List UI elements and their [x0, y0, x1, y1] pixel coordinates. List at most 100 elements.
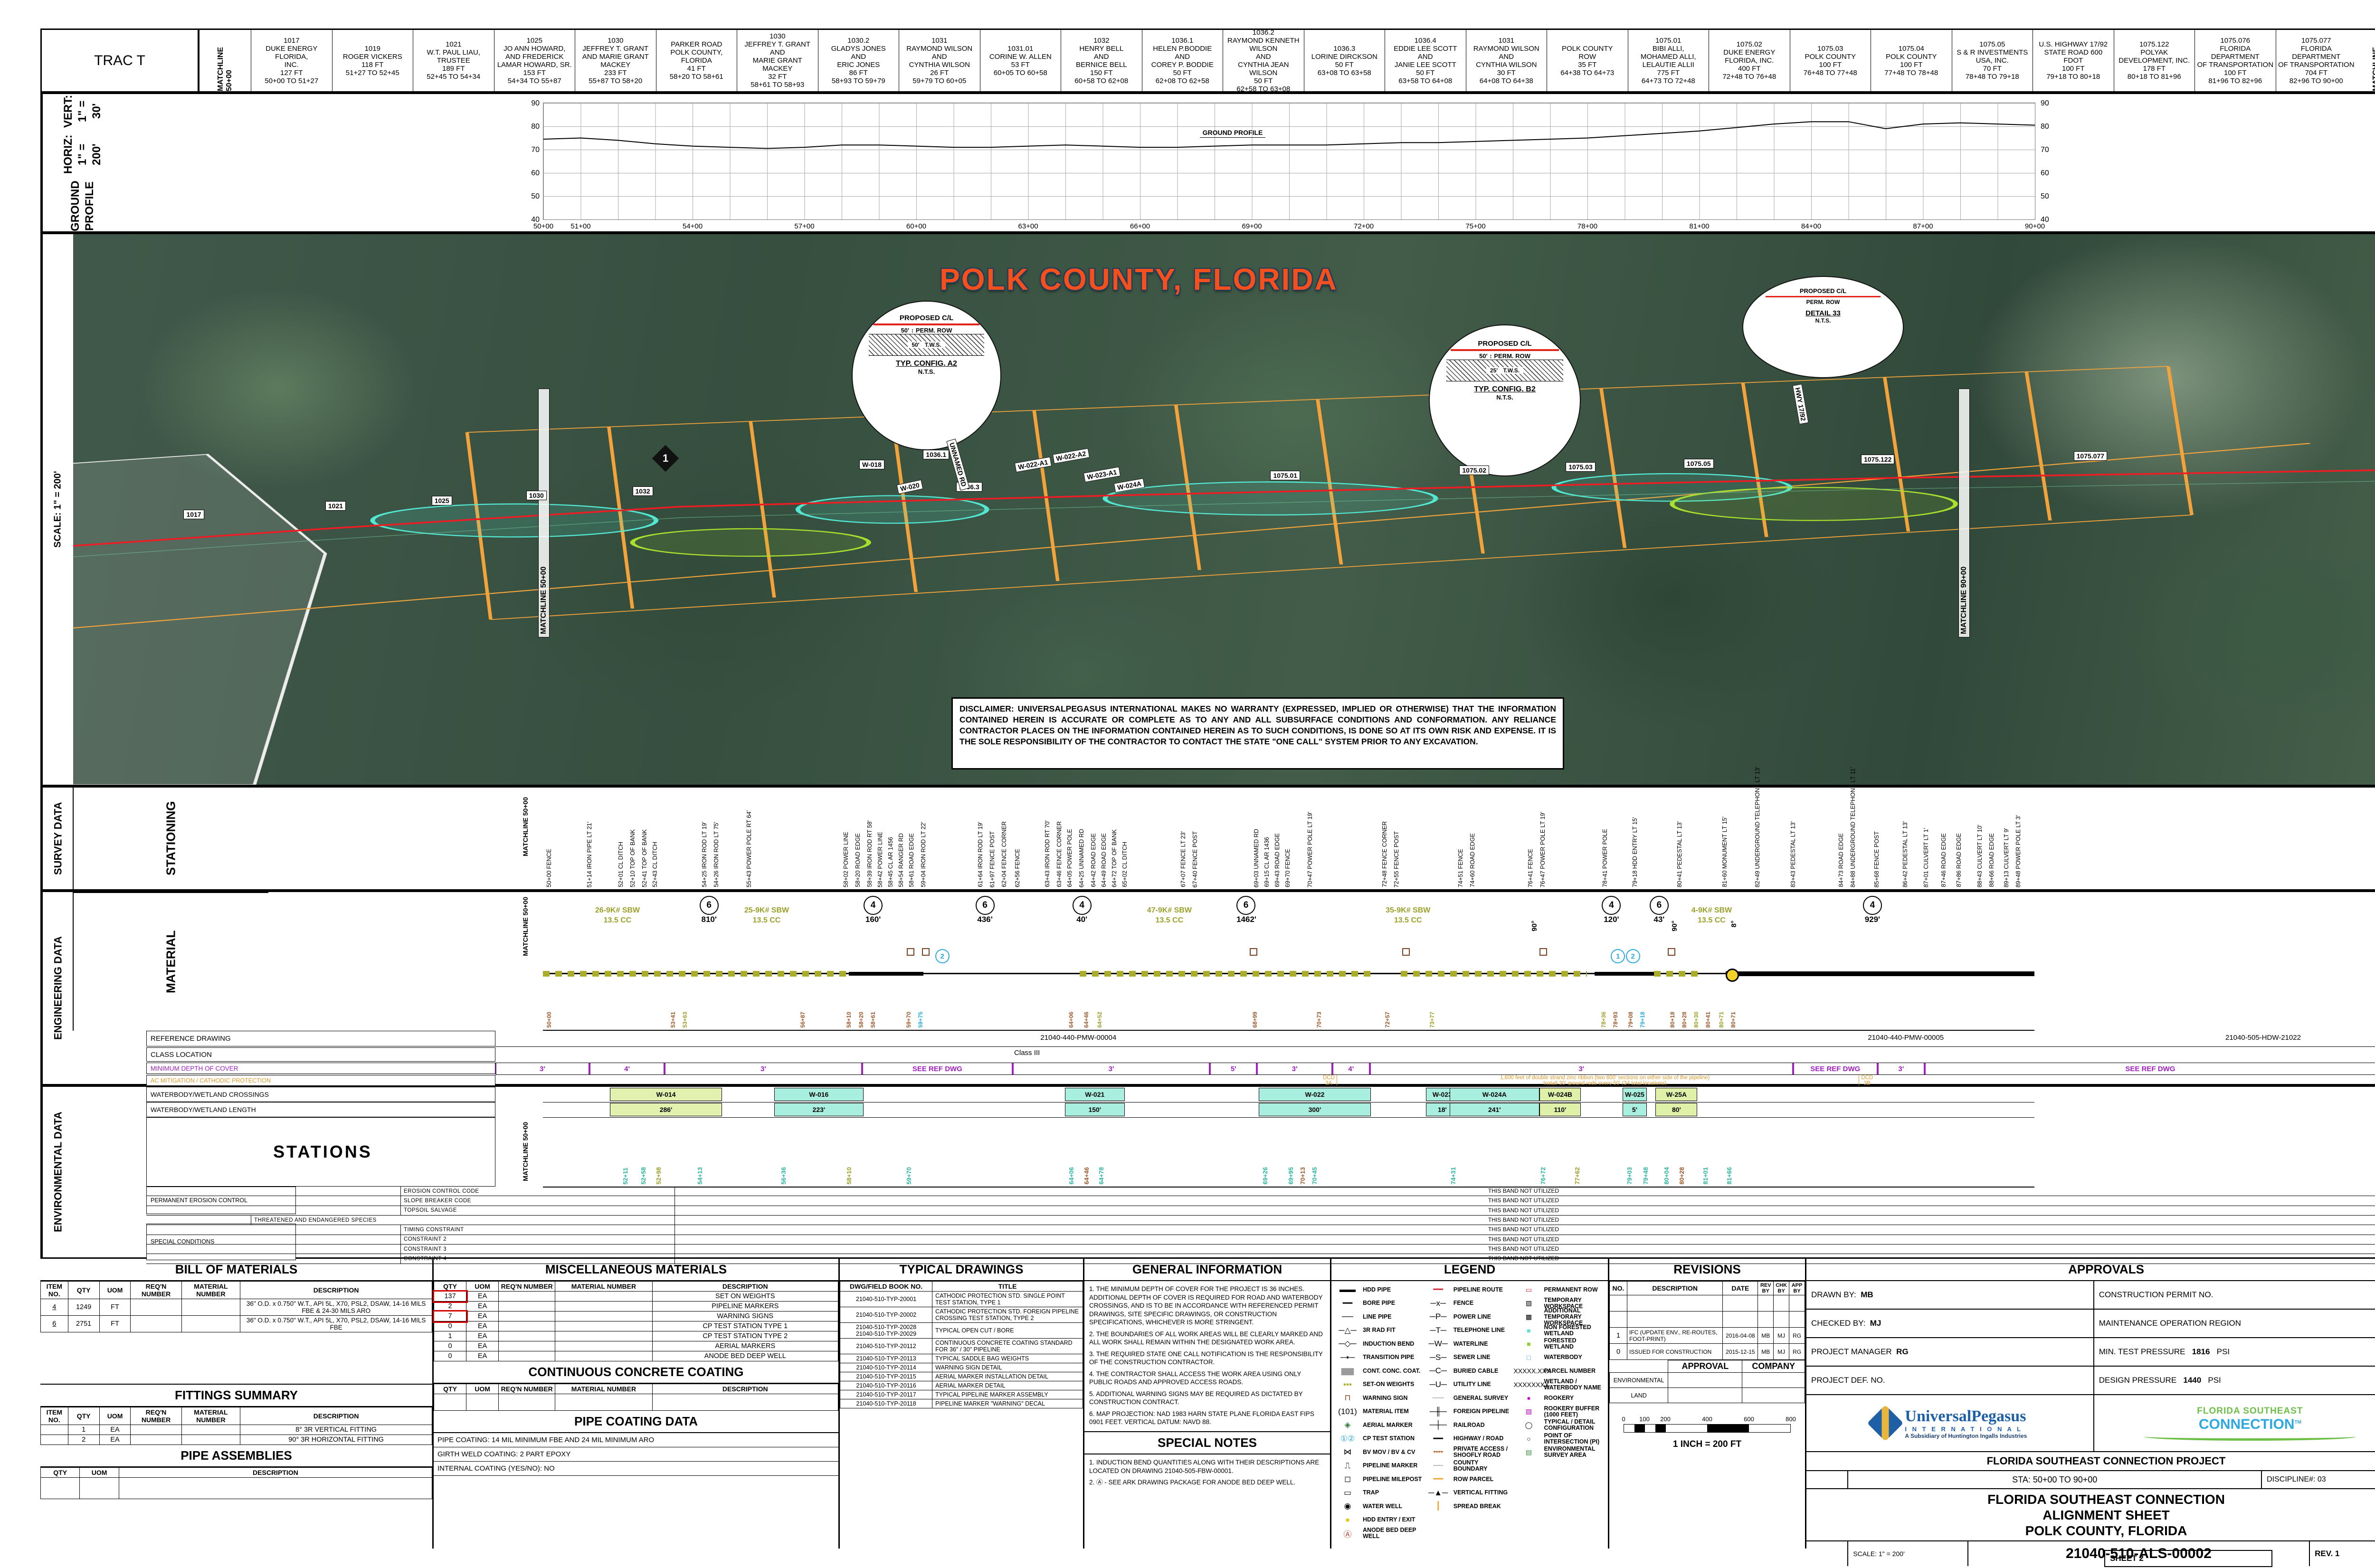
coating-row: GIRTH WELD COATING: 2 PART EPOXY [434, 1447, 838, 1462]
material-item-callout: 4 40' [1072, 896, 1092, 924]
survey-station-label: 59+04 IRON ROD LT 22' [920, 822, 927, 887]
environmental-bands: EROSION CONTROL CODE THIS BAND NOT UTILI… [146, 1187, 2375, 1264]
station-range: STA: 50+00 TO 90+00 [1848, 1471, 2262, 1488]
legend-item: ─P─ POWER LINE [1423, 1310, 1514, 1324]
typical-row: 21040-510-TYP-20002 CATHODIC PROTECTION … [839, 1307, 1083, 1323]
survey-station-label: 62+04 FENCE CORNER [1000, 821, 1007, 887]
waterbody-crossing-cell: W-014 [610, 1088, 722, 1101]
tws-hatch: 25' T.W.S. [1446, 360, 1564, 381]
hdd-pipe-segment [1726, 971, 2034, 976]
legend-item: XXXXX.XXX PARCEL NUMBER [1513, 1367, 1596, 1375]
y-tick: 40 [2041, 216, 2049, 224]
map-matchline-left: MATCHLINE 50+00 [538, 388, 550, 637]
depth-value: 5' [1210, 1063, 1257, 1074]
survey-station-label: 69+43 ROAD EDGE [1273, 833, 1281, 887]
environmental-station-label: 52+11 [622, 1168, 629, 1185]
scale-bar [1624, 1424, 1791, 1433]
y-tick: 70 [531, 146, 540, 154]
survey-station-label: 62+56 FENCE [1014, 849, 1021, 887]
waterbody-length-cell: 241' [1450, 1103, 1539, 1116]
parcel-label: 1075.03 [1566, 462, 1596, 472]
survey-station-label: 87+01 CULVERT LT 1' [1922, 827, 1929, 887]
engineering-station-label: 58+20 [857, 1012, 864, 1028]
crossings-row: W-014 W-016 W-021 W-022 W-023 W-024A W-0… [543, 1087, 2034, 1102]
depth-value: 3' [665, 1063, 862, 1074]
depth-value: 3' [1012, 1063, 1210, 1074]
legend-item: ▪▪▪ SET-ON WEIGHTS [1332, 1378, 1423, 1392]
coating-rows: PIPE COATING: 14 MIL MINIMUM FBE AND 24 … [434, 1433, 838, 1476]
legend-symbol-icon: ─▪─ [1340, 1352, 1355, 1362]
set-on-weights-segment [1400, 971, 1587, 977]
reference-drawing-row-label: REFERENCE DRAWING [146, 1031, 495, 1046]
engineering-station-label: 59+70 [905, 1012, 912, 1028]
revisions-title: REVISIONS [1609, 1259, 1805, 1281]
y-tick: 60 [2041, 169, 2049, 177]
min-test-pressure-label: MIN. TEST PRESSURE [2099, 1347, 2185, 1356]
engineering-station-label: 80+30 [1692, 1012, 1700, 1028]
survey-station-label: 84+88 UNDERGROUND TELEPHONE LT 11' [1849, 767, 1856, 887]
survey-station-label: 52+01 CL DITCH [618, 842, 624, 887]
special-note-item: 2. Ⓐ - SEE ARK DRAWING PACKAGE FOR ANODE… [1089, 1479, 1296, 1486]
reference-drawing-number: 21040-440-PMW-00005 [1868, 1034, 1944, 1042]
approval-row: LAND [1609, 1387, 1805, 1403]
class-location-row-label: CLASS LOCATION [146, 1047, 495, 1062]
typical-row: 21040-510-TYP-20001 CATHODIC PROTECTION … [839, 1291, 1083, 1307]
legend-item: Ⓐ ANODE BED DEEP WELL [1332, 1527, 1423, 1540]
legend-symbol-icon: ▬▬ [1340, 1285, 1356, 1294]
y-tick: 50 [531, 192, 540, 200]
tract-band-label: TRAC T [42, 30, 199, 91]
y-tick: 80 [531, 123, 540, 131]
parcel-label: 1032 [632, 486, 653, 496]
engineering-station-label: 50+00 [546, 1012, 553, 1028]
approval-row: ENVIRONMENTAL [1609, 1372, 1805, 1388]
pipe-line [543, 969, 2034, 982]
reference-drawing-number: 21040-505-HDW-21022 [2225, 1034, 2301, 1042]
engineering-station-label: 68+99 [1251, 1012, 1258, 1028]
legend-symbol-icon: ┃ [1435, 1501, 1441, 1511]
legend-symbol-icon: ▤ [1525, 1448, 1532, 1456]
legend-item: ━━ HIGHWAY / ROAD [1423, 1432, 1514, 1446]
legend-symbol-icon: ▩ [1525, 1312, 1532, 1321]
legend-item: ─W─ WATERLINE [1423, 1337, 1514, 1351]
coating-row: INTERNAL COATING (YES/NO): NO [434, 1462, 838, 1476]
band-row-label: CONSTRAINT 4 [400, 1254, 675, 1264]
material-item-callout: 4 929' [1862, 896, 1882, 924]
profile-plot [543, 103, 2035, 219]
survey-station-label: 69+03 UNNAMED RD [1253, 828, 1260, 887]
stationing-label: STATIONING [73, 788, 268, 889]
drawn-by-label: DRAWN BY: [1811, 1290, 1856, 1299]
engineering-station-label: 79+18 [1639, 1012, 1646, 1028]
x-tick: 78+00 [1577, 222, 1598, 230]
survey-station-label: 89+13 CULVERT LT 9' [2003, 827, 2010, 887]
parcel-label: 1025 [431, 495, 452, 505]
legend-item: ◻ PIPELINE MILEPOST [1332, 1473, 1423, 1486]
legend-symbol-icon: ─T─ [1430, 1325, 1446, 1335]
survey-station-label: 69+70 FENCE [1284, 849, 1291, 887]
survey-station-label: 72+48 FENCE CORNER [1381, 821, 1388, 887]
survey-station-label: 58+61 ROAD EDGE [908, 833, 915, 887]
legend-item: ● HDD ENTRY / EXIT [1332, 1513, 1423, 1527]
survey-station-label: 83+43 PEDESTAL LT 13' [1790, 821, 1797, 887]
environmental-station-label: 79+03 [1625, 1167, 1633, 1185]
checked-by-label: CHECKED BY: [1811, 1319, 1866, 1328]
lengths-row: 286' 223' 150' 300' 18' 241' 110' 5' 80' [543, 1102, 2034, 1118]
environmental-station-label: 59+70 [905, 1167, 913, 1185]
legend-symbol-icon: ━━ [1433, 1474, 1443, 1484]
matchline-left-label: MATCHLINE 50+00 [522, 897, 529, 956]
survey-station-label: 54+26 IRON ROD LT 75' [712, 822, 720, 887]
